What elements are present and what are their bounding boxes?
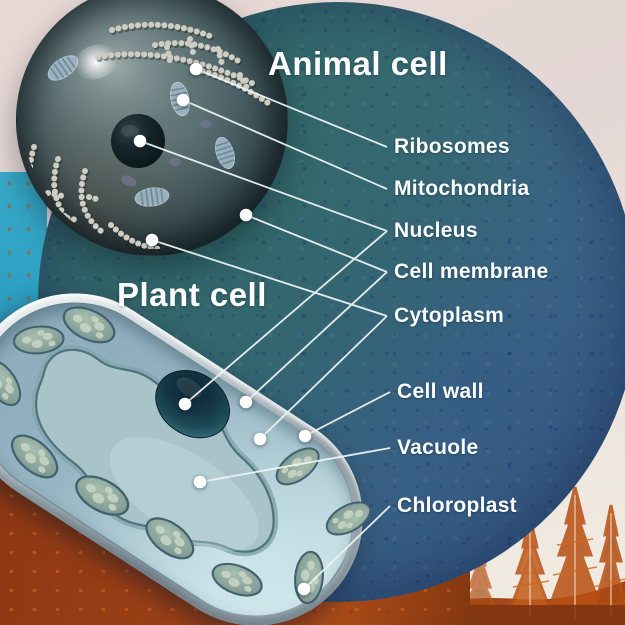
label-vacuole: Vacuole [397, 436, 479, 459]
sphere-highlight [68, 38, 124, 86]
tree-trunks [529, 495, 612, 619]
autumn-forest-image [425, 486, 625, 625]
label-cell-membrane: Cell membrane [394, 260, 549, 283]
label-mitochondria: Mitochondria [394, 177, 530, 200]
forest-floor-shadow [425, 605, 625, 625]
vacuole-shape [31, 345, 279, 557]
plant-cell-title: Plant cell [117, 276, 267, 313]
tree-branches [512, 538, 625, 588]
label-ribosomes: Ribosomes [394, 135, 510, 158]
label-cell-wall: Cell wall [397, 380, 484, 403]
label-cytoplasm: Cytoplasm [394, 304, 505, 327]
label-nucleus: Nucleus [394, 219, 478, 242]
animal-cell-title: Animal cell [268, 45, 448, 82]
label-chloroplast: Chloroplast [397, 494, 517, 517]
